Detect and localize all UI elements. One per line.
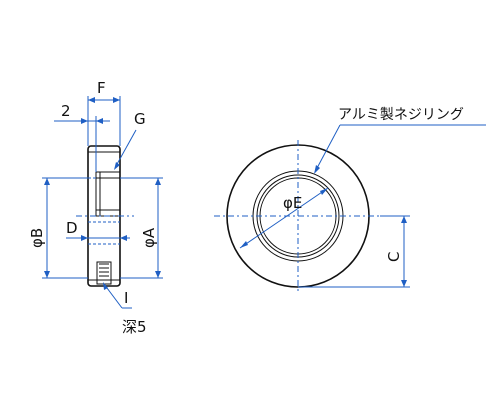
label-i: I	[124, 289, 128, 307]
dim-e: φE	[239, 187, 329, 249]
label-b: φB	[28, 228, 46, 248]
dim-d: D	[66, 219, 130, 241]
label-depth: 深5	[122, 318, 147, 336]
dim-a: φA	[120, 177, 163, 279]
label-ring-note: アルミ製ネジリング	[338, 107, 464, 123]
label-g: G	[134, 110, 146, 128]
label-c: C	[385, 252, 403, 262]
label-e: φE	[283, 194, 302, 212]
dim-b: φB	[28, 177, 88, 279]
label-2: 2	[61, 102, 71, 120]
dim-i: I 深5	[103, 282, 147, 336]
label-d: D	[66, 219, 78, 237]
front-view	[214, 140, 400, 292]
ring-note: アルミ製ネジリング	[314, 107, 486, 174]
side-view	[76, 145, 134, 287]
dim-g: G	[114, 110, 146, 170]
label-a: φA	[140, 227, 158, 248]
set-screw	[96, 261, 112, 285]
dim-f: F	[87, 79, 121, 146]
label-f: F	[97, 79, 106, 97]
dim-c: C	[298, 215, 410, 288]
dim-2: 2	[54, 102, 110, 172]
